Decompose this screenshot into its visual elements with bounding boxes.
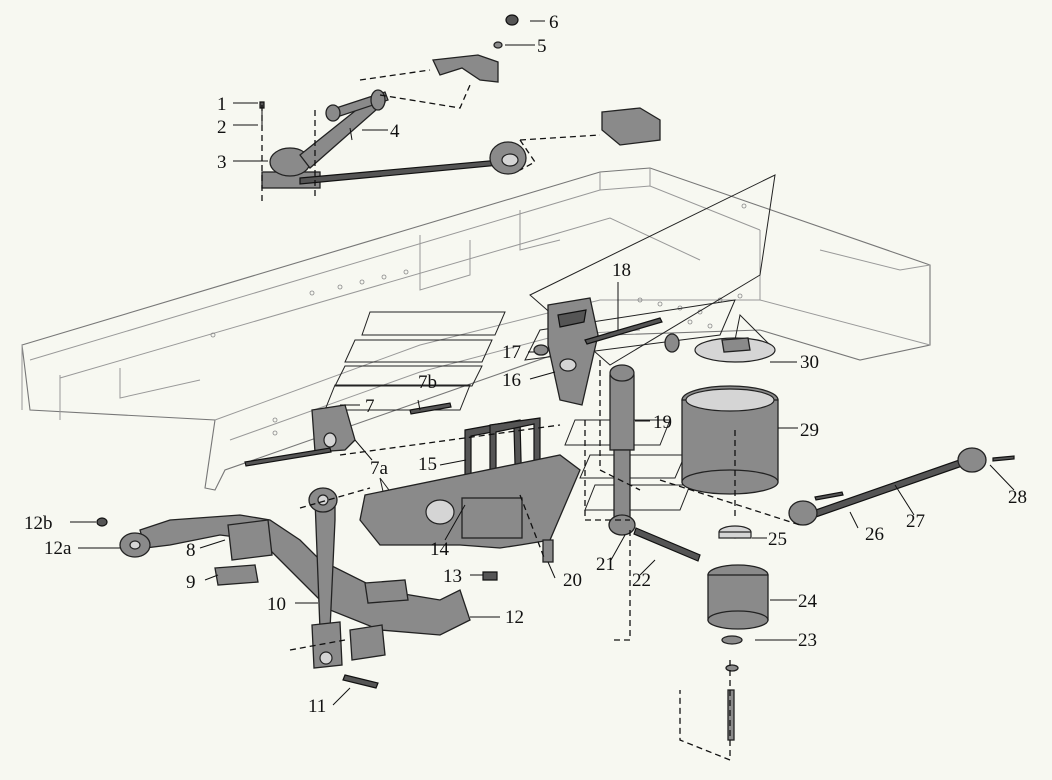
- callout-6: 6: [549, 12, 559, 33]
- callout-29: 29: [800, 420, 819, 441]
- callout-1: 1: [217, 94, 227, 115]
- stabilizer-bar-assembly: [96, 487, 471, 689]
- callout-7a: 7a: [370, 458, 389, 479]
- callout-2: 2: [217, 117, 227, 138]
- callout-11: 11: [308, 696, 326, 717]
- vehicle-frame: [21, 167, 931, 491]
- callout-22: 22: [632, 570, 651, 591]
- upper-arm-assembly: [259, 14, 661, 189]
- callout-14: 14: [430, 539, 450, 560]
- leader-lines: [70, 20, 1015, 706]
- callout-3: 3: [217, 152, 227, 173]
- callout-13: 13: [443, 566, 462, 587]
- air-spring-assembly: [659, 337, 1015, 761]
- callout-30: 30: [800, 352, 819, 373]
- middle-assembly: [244, 297, 701, 641]
- callout-28: 28: [1008, 487, 1027, 508]
- callout-5: 5: [537, 36, 547, 57]
- callout-16: 16: [502, 370, 521, 391]
- callout-15: 15: [418, 454, 437, 475]
- callout-7: 7: [365, 396, 375, 417]
- assembly-dash-lines: [261, 69, 601, 205]
- callout-12b-text: 12b: [24, 513, 53, 534]
- callout-21: 21: [596, 554, 615, 575]
- callout-8: 8: [186, 540, 196, 561]
- callout-19: 19: [653, 412, 672, 433]
- callout-labels: 6 5 1 2 3 4 18 17 16 30 7b 7 19 29 15 7a…: [24, 12, 1027, 717]
- callout-27: 27: [906, 511, 925, 532]
- callout-12: 12: [505, 607, 524, 628]
- callout-10: 10: [267, 594, 286, 615]
- callout-4: 4: [390, 121, 400, 142]
- callout-17: 17: [502, 342, 521, 363]
- callout-24: 24: [798, 591, 818, 612]
- callout-26: 26: [865, 524, 884, 545]
- callout-12a: 12a: [44, 538, 72, 559]
- callout-9: 9: [186, 572, 196, 593]
- callout-20: 20: [563, 570, 582, 591]
- callout-7b: 7b: [418, 372, 437, 393]
- callout-23: 23: [798, 630, 817, 651]
- callout-18: 18: [612, 260, 631, 281]
- callout-25: 25: [768, 529, 787, 550]
